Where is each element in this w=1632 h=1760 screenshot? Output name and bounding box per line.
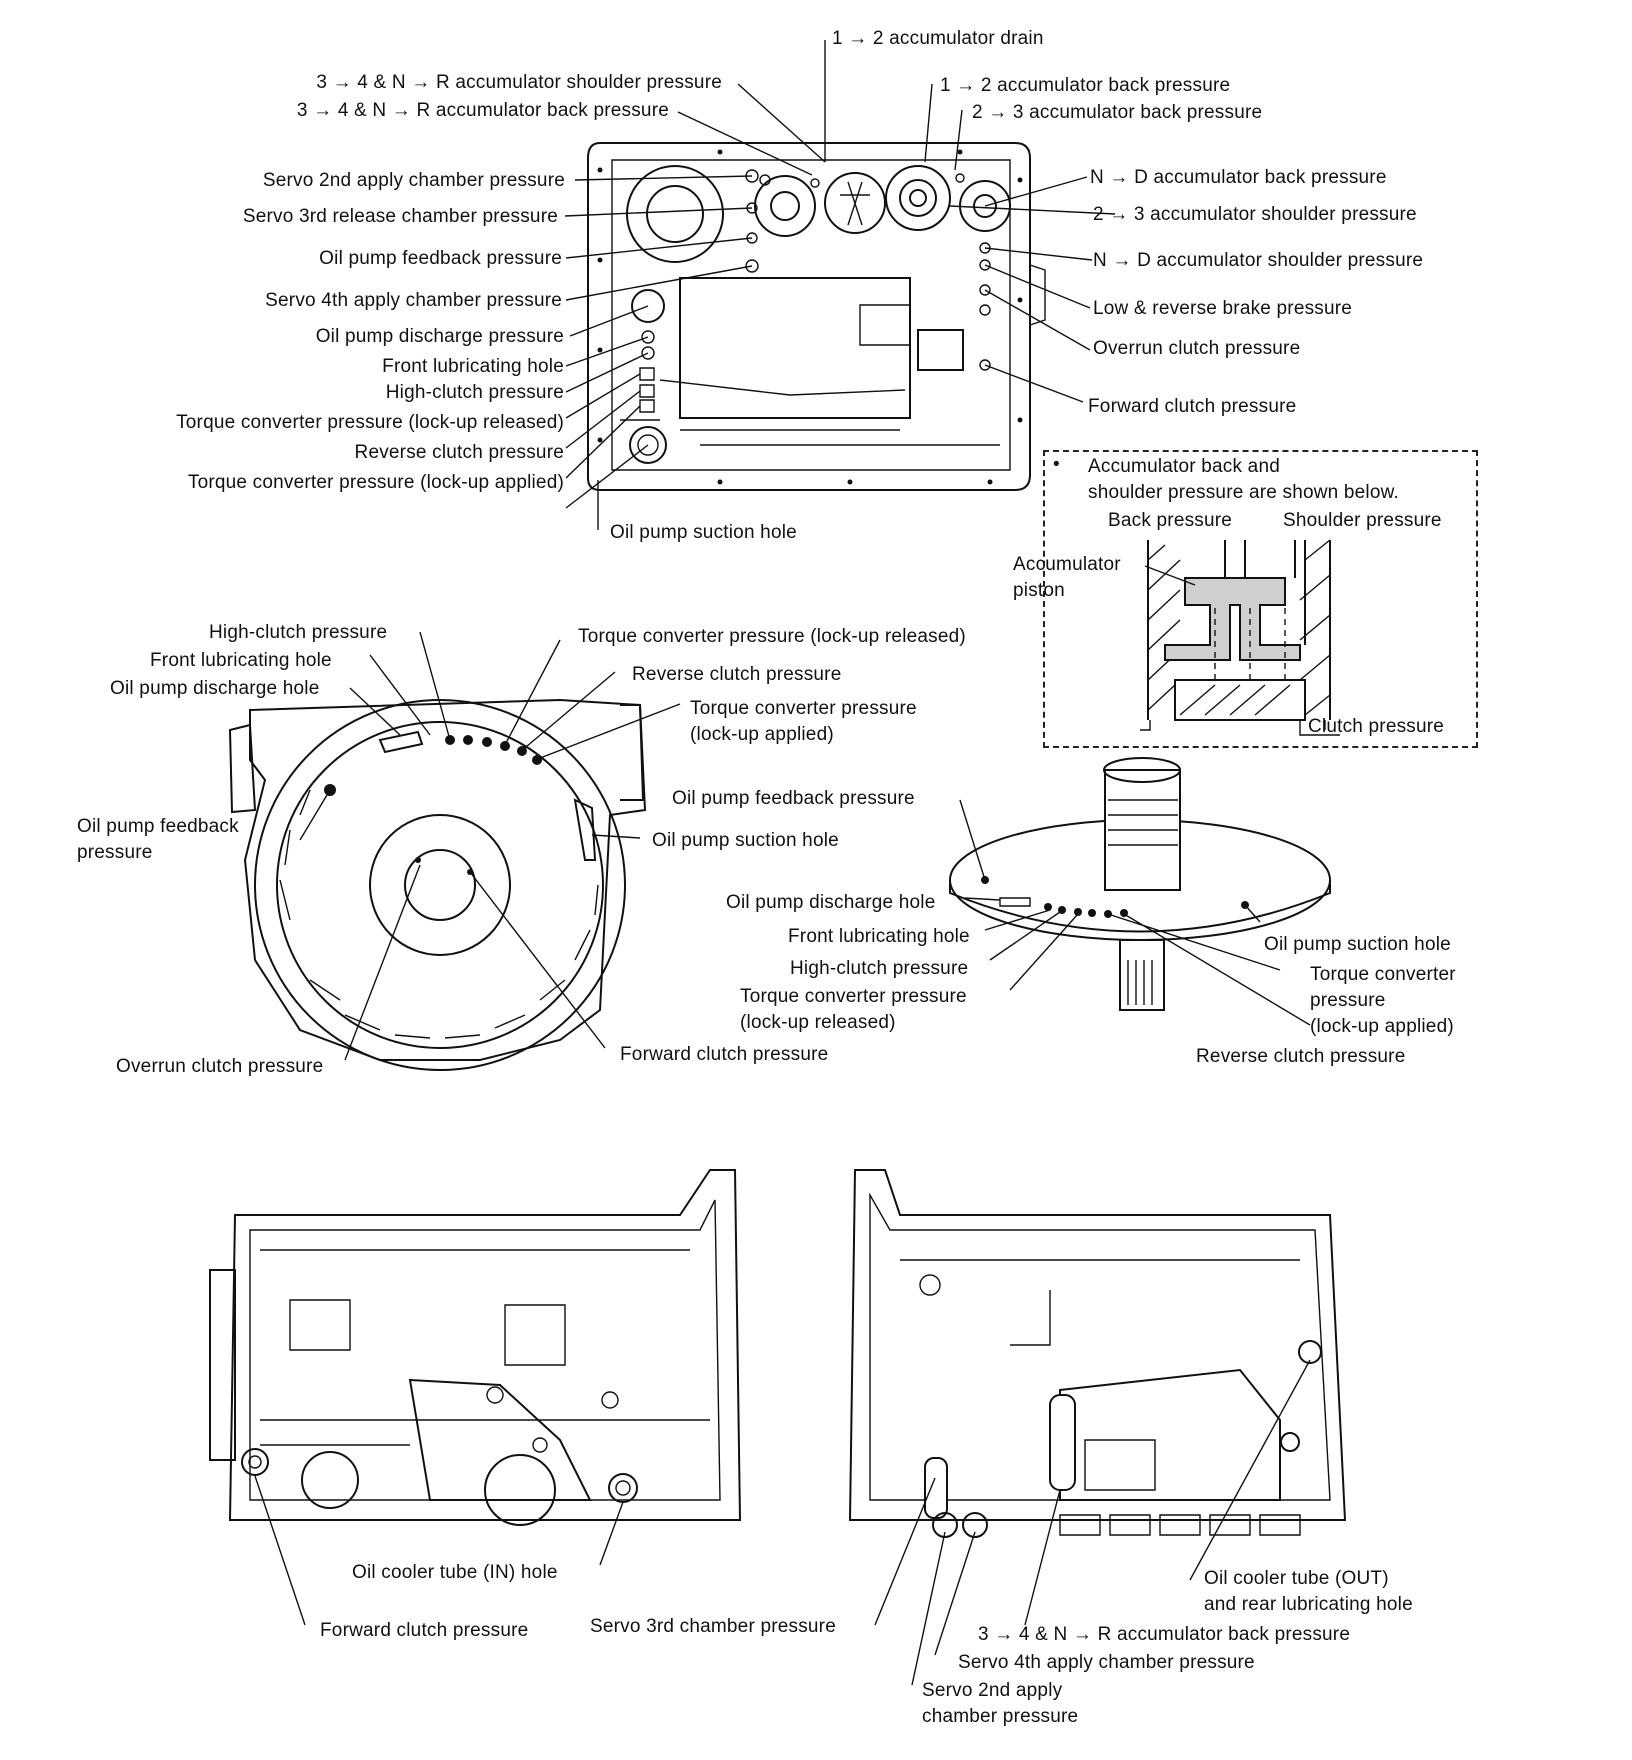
housing-label-high-clutch: High-clutch pressure	[209, 622, 388, 643]
oil-pump-drawing	[950, 758, 1330, 1025]
note-back-pressure: Back pressure	[1108, 510, 1233, 531]
housing-label-tc-released: Torque converter pressure (lock-up relea…	[578, 626, 966, 647]
housing-label-forward: Forward clutch pressure	[620, 1044, 829, 1065]
case-left-drawing	[210, 1170, 740, 1625]
case-label-servo-2nd-1: Servo 2nd apply	[922, 1680, 1063, 1701]
label-low-reverse-brake: Low & reverse brake pressure	[1093, 298, 1353, 319]
case-label-servo-2nd-2: chamber pressure	[922, 1706, 1079, 1727]
pump-label-discharge: Oil pump discharge hole	[726, 892, 936, 913]
label-oil-pump-feedback: Oil pump feedback pressure	[319, 248, 562, 269]
label-overrun-clutch: Overrun clutch pressure	[1093, 338, 1301, 359]
label-34nr-accumulator-back: 3 → 4 & N → R accumulator back pressure	[296, 100, 669, 121]
label-servo-3rd-release: Servo 3rd release chamber pressure	[242, 206, 558, 227]
pump-label-tc-released-1: Torque converter pressure	[740, 986, 967, 1007]
note-clutch-pressure: Clutch pressure	[1308, 716, 1445, 737]
label-high-clutch: High-clutch pressure	[385, 382, 564, 403]
label-front-lubricating: Front lubricating hole	[382, 356, 564, 377]
note-piston-line-1: Accumulator	[1013, 554, 1121, 575]
case-label-cooler-in: Oil cooler tube (IN) hole	[352, 1562, 558, 1583]
housing-label-tc-applied-1: Torque converter pressure	[690, 698, 917, 719]
housing-label-discharge: Oil pump discharge hole	[110, 678, 320, 699]
pump-label-tc-applied-3: (lock-up applied)	[1310, 1016, 1454, 1037]
case-label-acc-back: 3 → 4 & N → R accumulator back pressure	[978, 1624, 1351, 1645]
pump-label-reverse: Reverse clutch pressure	[1196, 1046, 1406, 1067]
label-oil-pump-suction: Oil pump suction hole	[610, 522, 797, 543]
case-label-servo-3rd: Servo 3rd chamber pressure	[590, 1616, 836, 1637]
label-1-2-accumulator-back: 1 → 2 accumulator back pressure	[940, 75, 1231, 96]
pump-label-high-clutch: High-clutch pressure	[790, 958, 969, 979]
pump-label-front-lub: Front lubricating hole	[788, 926, 970, 947]
case-label-servo-4th: Servo 4th apply chamber pressure	[958, 1652, 1255, 1673]
note-line-1: Accumulator back and	[1088, 456, 1280, 477]
housing-label-overrun: Overrun clutch pressure	[116, 1056, 324, 1077]
label-tc-applied: Torque converter pressure (lock-up appli…	[187, 472, 564, 493]
label-1-2-accumulator-drain: 1 → 2 accumulator drain	[832, 28, 1044, 49]
housing-label-feedback-2: pressure	[77, 842, 153, 863]
housing-label-suction: Oil pump suction hole	[652, 830, 839, 851]
note-line-2: shoulder pressure are shown below.	[1088, 482, 1399, 503]
case-right-drawing	[850, 1170, 1345, 1685]
label-tc-released: Torque converter pressure (lock-up relea…	[176, 412, 564, 433]
label-nd-accumulator-shoulder: N → D accumulator shoulder pressure	[1093, 250, 1424, 271]
case-label-cooler-out-2: and rear lubricating hole	[1204, 1594, 1413, 1615]
accumulator-section-drawing	[1140, 540, 1340, 735]
label-forward-clutch: Forward clutch pressure	[1088, 396, 1297, 417]
label-nd-accumulator-back: N → D accumulator back pressure	[1090, 167, 1387, 188]
label-servo-4th-apply: Servo 4th apply chamber pressure	[265, 290, 562, 311]
label-2-3-accumulator-shoulder: 2 → 3 accumulator shoulder pressure	[1093, 204, 1417, 225]
note-shoulder-pressure: Shoulder pressure	[1283, 510, 1442, 531]
label-oil-pump-discharge: Oil pump discharge pressure	[315, 326, 564, 347]
label-2-3-accumulator-back: 2 → 3 accumulator back pressure	[972, 102, 1263, 123]
note-piston-line-2: piston	[1013, 580, 1065, 601]
pump-label-suction: Oil pump suction hole	[1264, 934, 1451, 955]
pump-label-tc-applied-1: Torque converter	[1310, 964, 1456, 985]
housing-label-front-lub: Front lubricating hole	[150, 650, 332, 671]
accumulator-note-box	[1043, 450, 1478, 748]
pump-label-feedback: Oil pump feedback pressure	[672, 788, 915, 809]
case-label-forward: Forward clutch pressure	[320, 1620, 529, 1641]
housing-label-reverse: Reverse clutch pressure	[632, 664, 842, 685]
label-34nr-accumulator-shoulder: 3 → 4 & N → R accumulator shoulder press…	[316, 72, 722, 93]
label-reverse-clutch: Reverse clutch pressure	[354, 442, 564, 463]
case-label-cooler-out-1: Oil cooler tube (OUT)	[1204, 1568, 1389, 1589]
housing-label-tc-applied-2: (lock-up applied)	[690, 724, 834, 745]
pump-label-tc-applied-2: pressure	[1310, 990, 1386, 1011]
valve-body-drawing	[565, 40, 1115, 530]
pump-label-tc-released-2: (lock-up released)	[740, 1012, 896, 1033]
label-servo-2nd-apply: Servo 2nd apply chamber pressure	[262, 170, 565, 191]
housing-label-feedback-1: Oil pump feedback	[77, 816, 239, 837]
note-bullet: •	[1053, 454, 1060, 475]
converter-housing-drawing	[230, 632, 680, 1070]
